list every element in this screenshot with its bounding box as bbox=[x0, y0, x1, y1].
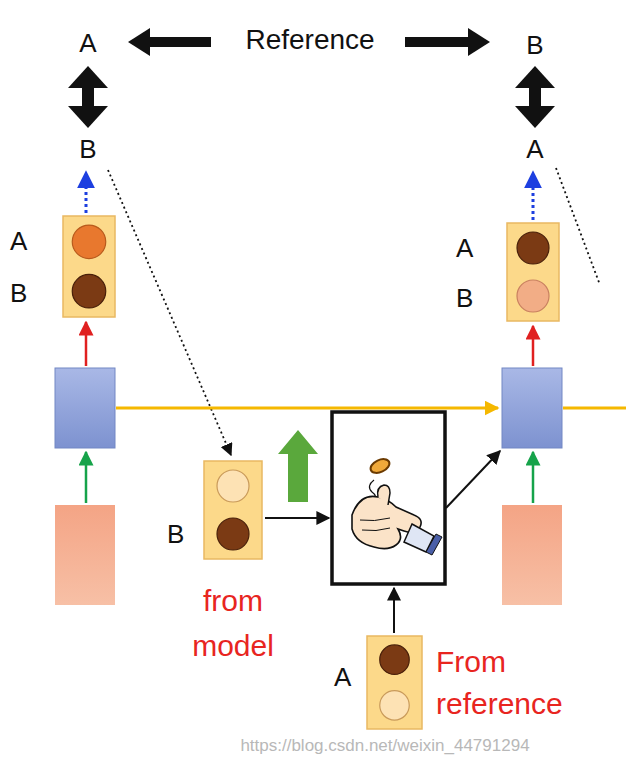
option-letter: A bbox=[10, 227, 27, 257]
rnn-cell bbox=[55, 368, 115, 448]
probability-box: AFrom reference bbox=[366, 635, 423, 730]
coin-flip-box bbox=[332, 412, 445, 584]
sequence-letter: A bbox=[526, 135, 543, 164]
green-arrows bbox=[86, 452, 533, 503]
probability-dot bbox=[217, 470, 249, 502]
distribution-shape bbox=[366, 635, 423, 730]
option-letter: B bbox=[167, 520, 184, 550]
source-label: From reference bbox=[436, 641, 606, 725]
probability-dot bbox=[517, 280, 549, 312]
sampling-arrow bbox=[278, 430, 318, 502]
probability-box: AB bbox=[62, 215, 116, 318]
option-letter: B bbox=[456, 284, 473, 314]
rnn-cell bbox=[502, 368, 562, 448]
sequence-letter: B bbox=[79, 135, 96, 164]
probability-dot bbox=[72, 274, 106, 308]
distribution-shape bbox=[506, 222, 560, 322]
output-arrows bbox=[86, 172, 533, 220]
probability-box: AB bbox=[506, 222, 560, 322]
option-letter: A bbox=[456, 234, 473, 264]
sequence-letter: A bbox=[79, 29, 96, 58]
swap-arrows bbox=[68, 66, 555, 128]
probability-box: Bfrom model bbox=[203, 460, 263, 560]
watermark: https://blog.csdn.net/weixin_44791294 bbox=[240, 737, 529, 756]
option-letter: B bbox=[10, 279, 27, 309]
source-label: from model bbox=[163, 578, 303, 668]
flow-arrows bbox=[265, 451, 500, 633]
sequence-letter: B bbox=[526, 31, 543, 60]
input-block bbox=[55, 505, 115, 605]
probability-dot bbox=[517, 232, 549, 264]
input-block bbox=[502, 505, 562, 605]
distribution-shape bbox=[203, 460, 263, 560]
red-arrows bbox=[86, 322, 533, 366]
option-letter: A bbox=[334, 663, 351, 693]
probability-dot bbox=[217, 518, 249, 550]
reference-label: Reference bbox=[245, 25, 374, 56]
probability-dot bbox=[380, 691, 410, 721]
probability-dot bbox=[72, 225, 106, 259]
distribution-shape bbox=[62, 215, 116, 318]
probability-dot bbox=[380, 645, 410, 675]
